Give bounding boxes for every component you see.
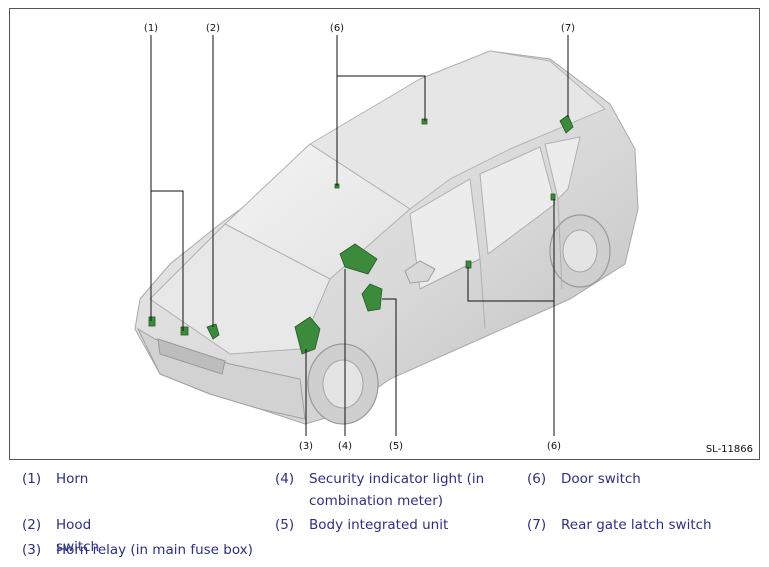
legend-text: Security indicator light (in	[309, 471, 485, 487]
callout-horn: (1)	[143, 23, 159, 34]
rear-gate-latch-component	[559, 114, 574, 134]
legend-text: Door switch	[561, 471, 641, 487]
car-illustration	[134, 35, 639, 436]
body-integrated-unit-component	[361, 283, 383, 312]
legend-number: (3)	[22, 542, 42, 558]
legend: (1) Horn (2) Hood switch (3) Horn relay …	[0, 468, 769, 567]
callout-door-switch-roof: (6)	[329, 23, 345, 34]
legend-number: (1)	[22, 471, 42, 487]
security-indicator-component	[339, 243, 378, 275]
legend-text: Horn relay (in main fuse box)	[56, 542, 253, 558]
callout-rear-gate-latch: (7)	[560, 23, 576, 34]
legend-text-continued: combination meter)	[309, 493, 444, 509]
door-switch-side-component	[465, 260, 472, 269]
side-window-rear	[479, 146, 556, 255]
horn-component-2	[180, 326, 189, 336]
door-switch-rear-component	[550, 193, 556, 201]
legend-number: (5)	[275, 517, 295, 533]
legend-text: Rear gate latch switch	[561, 517, 712, 533]
callout-hood-switch: (2)	[205, 23, 221, 34]
callout-body-integrated-unit: (5)	[388, 441, 404, 452]
vehicle-diagram: (1) (2) (6) (7) (3) (4) (5) (6) SL-11866	[9, 8, 760, 460]
quarter-window	[544, 136, 581, 200]
grille	[157, 338, 226, 375]
legend-number: (2)	[22, 517, 42, 533]
legend-text: Body integrated unit	[309, 517, 449, 533]
figure-id-label: SL-11866	[705, 444, 753, 455]
callout-horn-relay: (3)	[298, 441, 314, 452]
leader-lines	[150, 35, 569, 436]
side-mirror	[404, 260, 436, 284]
legend-number: (4)	[275, 471, 295, 487]
legend-text: Hood switch	[56, 517, 100, 555]
horn-relay-component	[294, 316, 321, 355]
car-roof	[309, 50, 606, 210]
callout-door-switch-side: (6)	[546, 441, 562, 452]
legend-number: (7)	[527, 517, 547, 533]
legend-number: (6)	[527, 471, 547, 487]
callout-security-indicator: (4)	[337, 441, 353, 452]
horn-component	[148, 316, 156, 327]
legend-text: Horn	[56, 471, 89, 487]
